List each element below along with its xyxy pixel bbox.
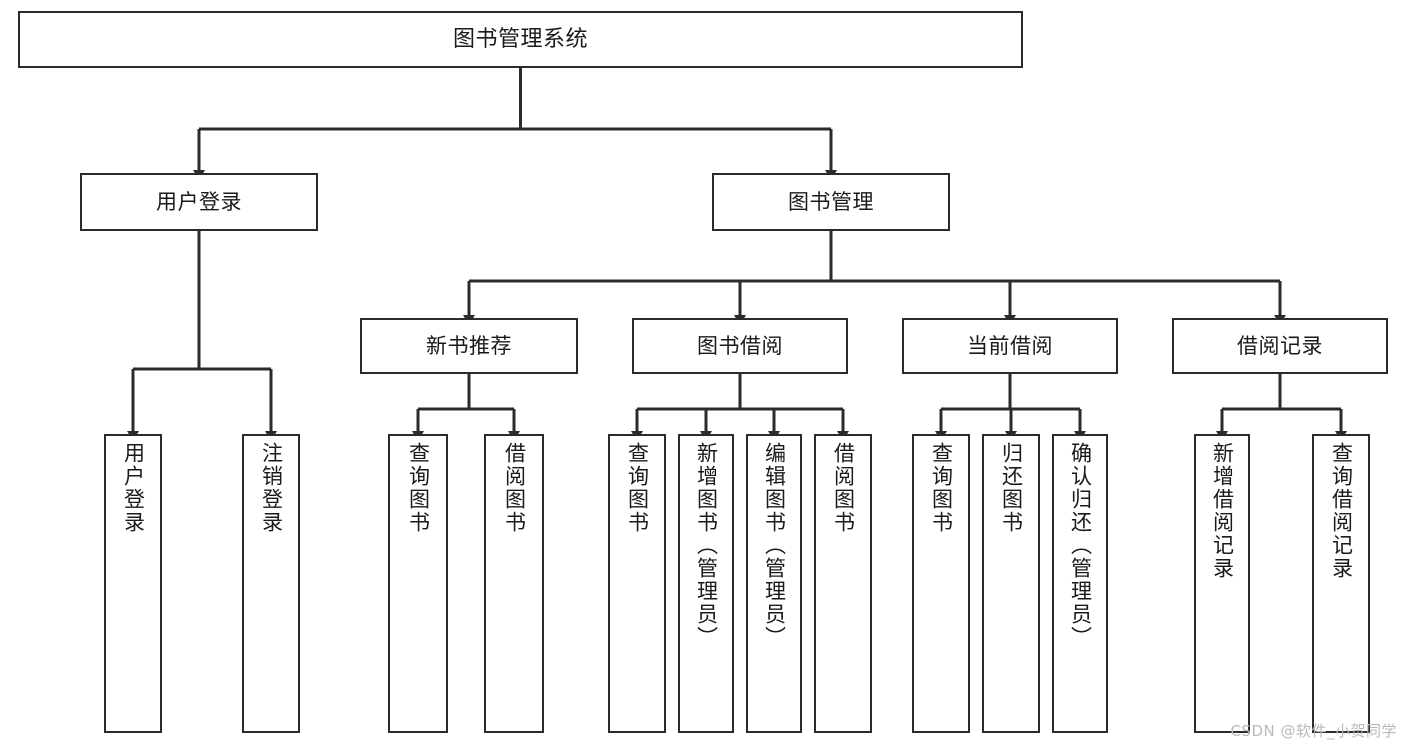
node-label: 新书推荐 [426, 333, 512, 358]
node-root[interactable]: 图书管理系统 [18, 11, 1023, 68]
node-label: 编辑图书（管理员） [762, 442, 787, 649]
node-label: 借阅记录 [1237, 333, 1323, 358]
leaf-borrow-book-1[interactable]: 借阅图书 [484, 434, 544, 733]
node-label: 图书管理系统 [452, 26, 588, 52]
leaf-user-login[interactable]: 用户登录 [104, 434, 162, 733]
node-label: 查询图书 [625, 442, 650, 534]
node-label: 用户登录 [121, 442, 146, 534]
node-label: 查询图书 [406, 442, 431, 534]
node-label: 图书借阅 [697, 333, 783, 358]
leaf-query-borrowing-record[interactable]: 查询借阅记录 [1312, 434, 1370, 733]
leaf-add-borrowing-record[interactable]: 新增借阅记录 [1194, 434, 1250, 733]
node-label: 归还图书 [999, 442, 1024, 534]
node-current-borrowing[interactable]: 当前借阅 [902, 318, 1118, 374]
leaf-logout[interactable]: 注销登录 [242, 434, 300, 733]
node-label: 图书管理 [788, 189, 874, 214]
node-label: 新增图书（管理员） [694, 442, 719, 649]
node-label: 当前借阅 [967, 333, 1053, 358]
leaf-query-book-3[interactable]: 查询图书 [912, 434, 970, 733]
node-label: 新增借阅记录 [1210, 442, 1235, 580]
node-label: 查询借阅记录 [1329, 442, 1354, 580]
node-book-management[interactable]: 图书管理 [712, 173, 950, 231]
node-user-login[interactable]: 用户登录 [80, 173, 318, 231]
node-label: 查询图书 [929, 442, 954, 534]
node-borrowing-records[interactable]: 借阅记录 [1172, 318, 1388, 374]
node-label: 用户登录 [156, 189, 242, 214]
leaf-edit-book-admin[interactable]: 编辑图书（管理员） [746, 434, 802, 733]
node-label: 借阅图书 [502, 442, 527, 534]
leaf-return-book[interactable]: 归还图书 [982, 434, 1040, 733]
watermark: CSDN @软件_小贺同学 [1230, 722, 1397, 740]
leaf-borrow-book-2[interactable]: 借阅图书 [814, 434, 872, 733]
leaf-add-book-admin[interactable]: 新增图书（管理员） [678, 434, 734, 733]
node-new-book-recommendation[interactable]: 新书推荐 [360, 318, 578, 374]
node-book-borrowing[interactable]: 图书借阅 [632, 318, 848, 374]
node-label: 确认归还（管理员） [1068, 442, 1093, 649]
node-label: 注销登录 [259, 442, 284, 534]
node-label: 借阅图书 [831, 442, 856, 534]
leaf-query-book-1[interactable]: 查询图书 [388, 434, 448, 733]
leaf-query-book-2[interactable]: 查询图书 [608, 434, 666, 733]
leaf-confirm-return-admin[interactable]: 确认归还（管理员） [1052, 434, 1108, 733]
